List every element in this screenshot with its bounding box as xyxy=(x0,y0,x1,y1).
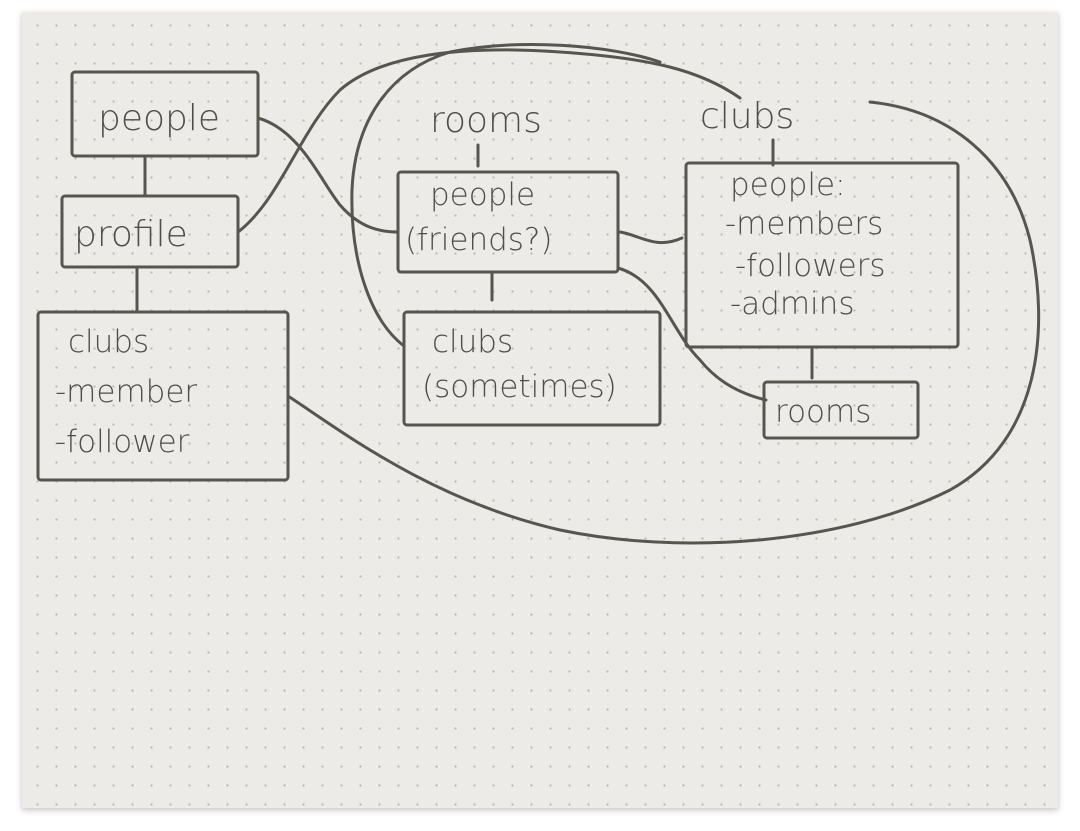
clubs-sometimes-line1: clubs xyxy=(432,324,513,360)
loop-clubs-sometimes xyxy=(350,43,662,348)
clubs-rooms-label: rooms xyxy=(775,394,871,430)
curve-friends-to-clubs xyxy=(618,230,684,244)
people-box xyxy=(70,70,260,158)
clubs-item-follower: -follower xyxy=(55,424,190,460)
clubs-people-box xyxy=(684,161,960,349)
clubs-heading: clubs xyxy=(700,96,794,137)
people-friends-line2: (friends?) xyxy=(405,222,552,258)
clubs-rooms-box xyxy=(762,380,920,440)
people-friends-box xyxy=(396,170,620,274)
people-label: people xyxy=(98,98,220,139)
curve-profile-to-clubs xyxy=(236,48,742,234)
rooms-heading: rooms xyxy=(430,100,542,141)
clubs-sometimes-box xyxy=(402,310,662,427)
clubs-box-left xyxy=(36,310,290,482)
profile-box xyxy=(60,194,240,269)
big-loop xyxy=(286,100,1041,545)
dotted-paper xyxy=(22,12,1058,808)
clubs-item-member: -member xyxy=(55,374,197,410)
profile-label: profile xyxy=(74,214,188,255)
clubs-people-title: people: xyxy=(730,167,846,203)
curve-friends-to-rooms xyxy=(616,266,768,402)
connectors xyxy=(135,43,1041,545)
clubs-people-admins: -admins xyxy=(730,286,854,322)
clubs-people-members: -members xyxy=(725,206,883,242)
people-friends-line1: people xyxy=(430,177,535,213)
clubs-title: clubs xyxy=(68,324,149,360)
clubs-people-followers: -followers xyxy=(735,248,886,284)
curve-people-to-friends xyxy=(256,116,400,234)
clubs-sometimes-line2: (sometimes) xyxy=(422,369,617,405)
